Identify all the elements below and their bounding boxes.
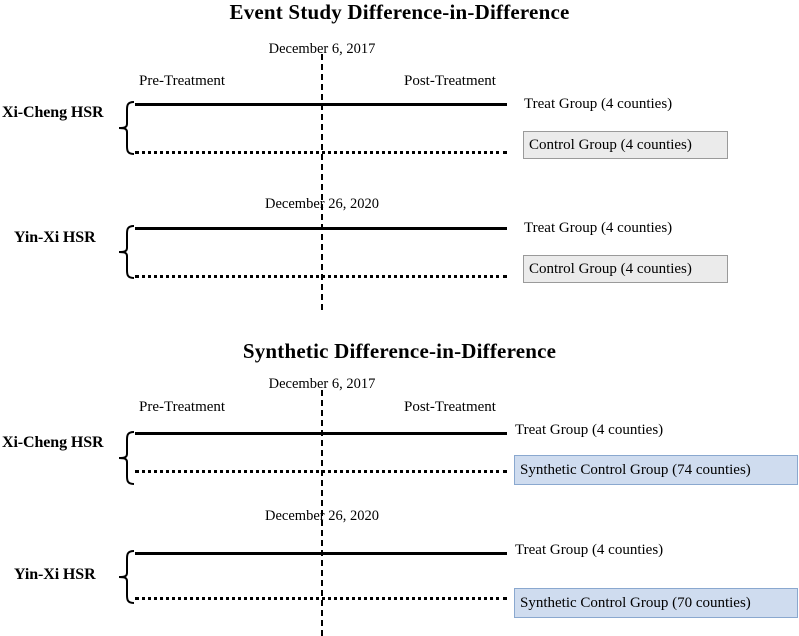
date-label-xi-cheng-es: December 6, 2017 bbox=[268, 41, 376, 57]
control-group-label-xi-cheng-es: Control Group (4 counties) bbox=[529, 136, 692, 153]
treat-timeline-xi-cheng-sdid bbox=[135, 432, 507, 435]
treat-group-tag-xi-cheng-sdid: Treat Group (4 counties) bbox=[515, 422, 664, 438]
treatment-cut-line-synthetic-did bbox=[321, 390, 323, 636]
treat-group-tag-yin-xi-sdid: Treat Group (4 counties) bbox=[515, 542, 664, 558]
treat-group-tag-xi-cheng-es: Treat Group (4 counties) bbox=[524, 96, 673, 112]
synthetic-control-box-yin-xi-sdid: Synthetic Control Group (70 counties) bbox=[514, 588, 798, 618]
control-timeline-xi-cheng-es bbox=[135, 151, 507, 154]
date-label-xi-cheng-sdid: December 6, 2017 bbox=[268, 376, 376, 392]
control-group-label-yin-xi-es: Control Group (4 counties) bbox=[529, 260, 692, 277]
brace-xi-cheng-sdid bbox=[116, 430, 136, 491]
control-timeline-yin-xi-es bbox=[135, 275, 507, 278]
panel-title-synthetic-did: Synthetic Difference-in-Difference bbox=[242, 339, 557, 363]
control-timeline-xi-cheng-sdid bbox=[135, 470, 507, 473]
post-treatment-label-sdid: Post-Treatment bbox=[404, 399, 496, 415]
control-timeline-yin-xi-sdid bbox=[135, 597, 507, 600]
pre-treatment-label-sdid: Pre-Treatment bbox=[139, 399, 226, 415]
brace-yin-xi-es bbox=[116, 224, 136, 285]
date-label-yin-xi-es: December 26, 2020 bbox=[265, 196, 379, 212]
synthetic-control-label-xi-cheng-sdid: Synthetic Control Group (74 counties) bbox=[520, 461, 751, 478]
group-label-yin-xi-es: Yin-Xi HSR bbox=[14, 229, 96, 246]
panel-title-event-study: Event Study Difference-in-Difference bbox=[229, 0, 570, 24]
group-label-xi-cheng-sdid: Xi-Cheng HSR bbox=[2, 434, 104, 451]
control-group-box-yin-xi-es: Control Group (4 counties) bbox=[523, 255, 728, 283]
synthetic-control-label-yin-xi-sdid: Synthetic Control Group (70 counties) bbox=[520, 594, 751, 611]
treatment-cut-line-event-study bbox=[321, 54, 323, 310]
treat-timeline-xi-cheng-es bbox=[135, 103, 507, 106]
control-group-box-xi-cheng-es: Control Group (4 counties) bbox=[523, 131, 728, 159]
treat-timeline-yin-xi-es bbox=[135, 227, 507, 230]
treat-timeline-yin-xi-sdid bbox=[135, 552, 507, 555]
brace-yin-xi-sdid bbox=[116, 549, 136, 610]
group-label-yin-xi-sdid: Yin-Xi HSR bbox=[14, 566, 96, 583]
treat-group-tag-yin-xi-es: Treat Group (4 counties) bbox=[524, 220, 673, 236]
date-label-yin-xi-sdid: December 26, 2020 bbox=[265, 508, 379, 524]
synthetic-control-box-xi-cheng-sdid: Synthetic Control Group (74 counties) bbox=[514, 455, 798, 485]
pre-treatment-label-es: Pre-Treatment bbox=[139, 73, 226, 89]
post-treatment-label-es: Post-Treatment bbox=[404, 73, 496, 89]
brace-xi-cheng-es bbox=[116, 100, 136, 161]
group-label-xi-cheng-es: Xi-Cheng HSR bbox=[2, 104, 104, 121]
